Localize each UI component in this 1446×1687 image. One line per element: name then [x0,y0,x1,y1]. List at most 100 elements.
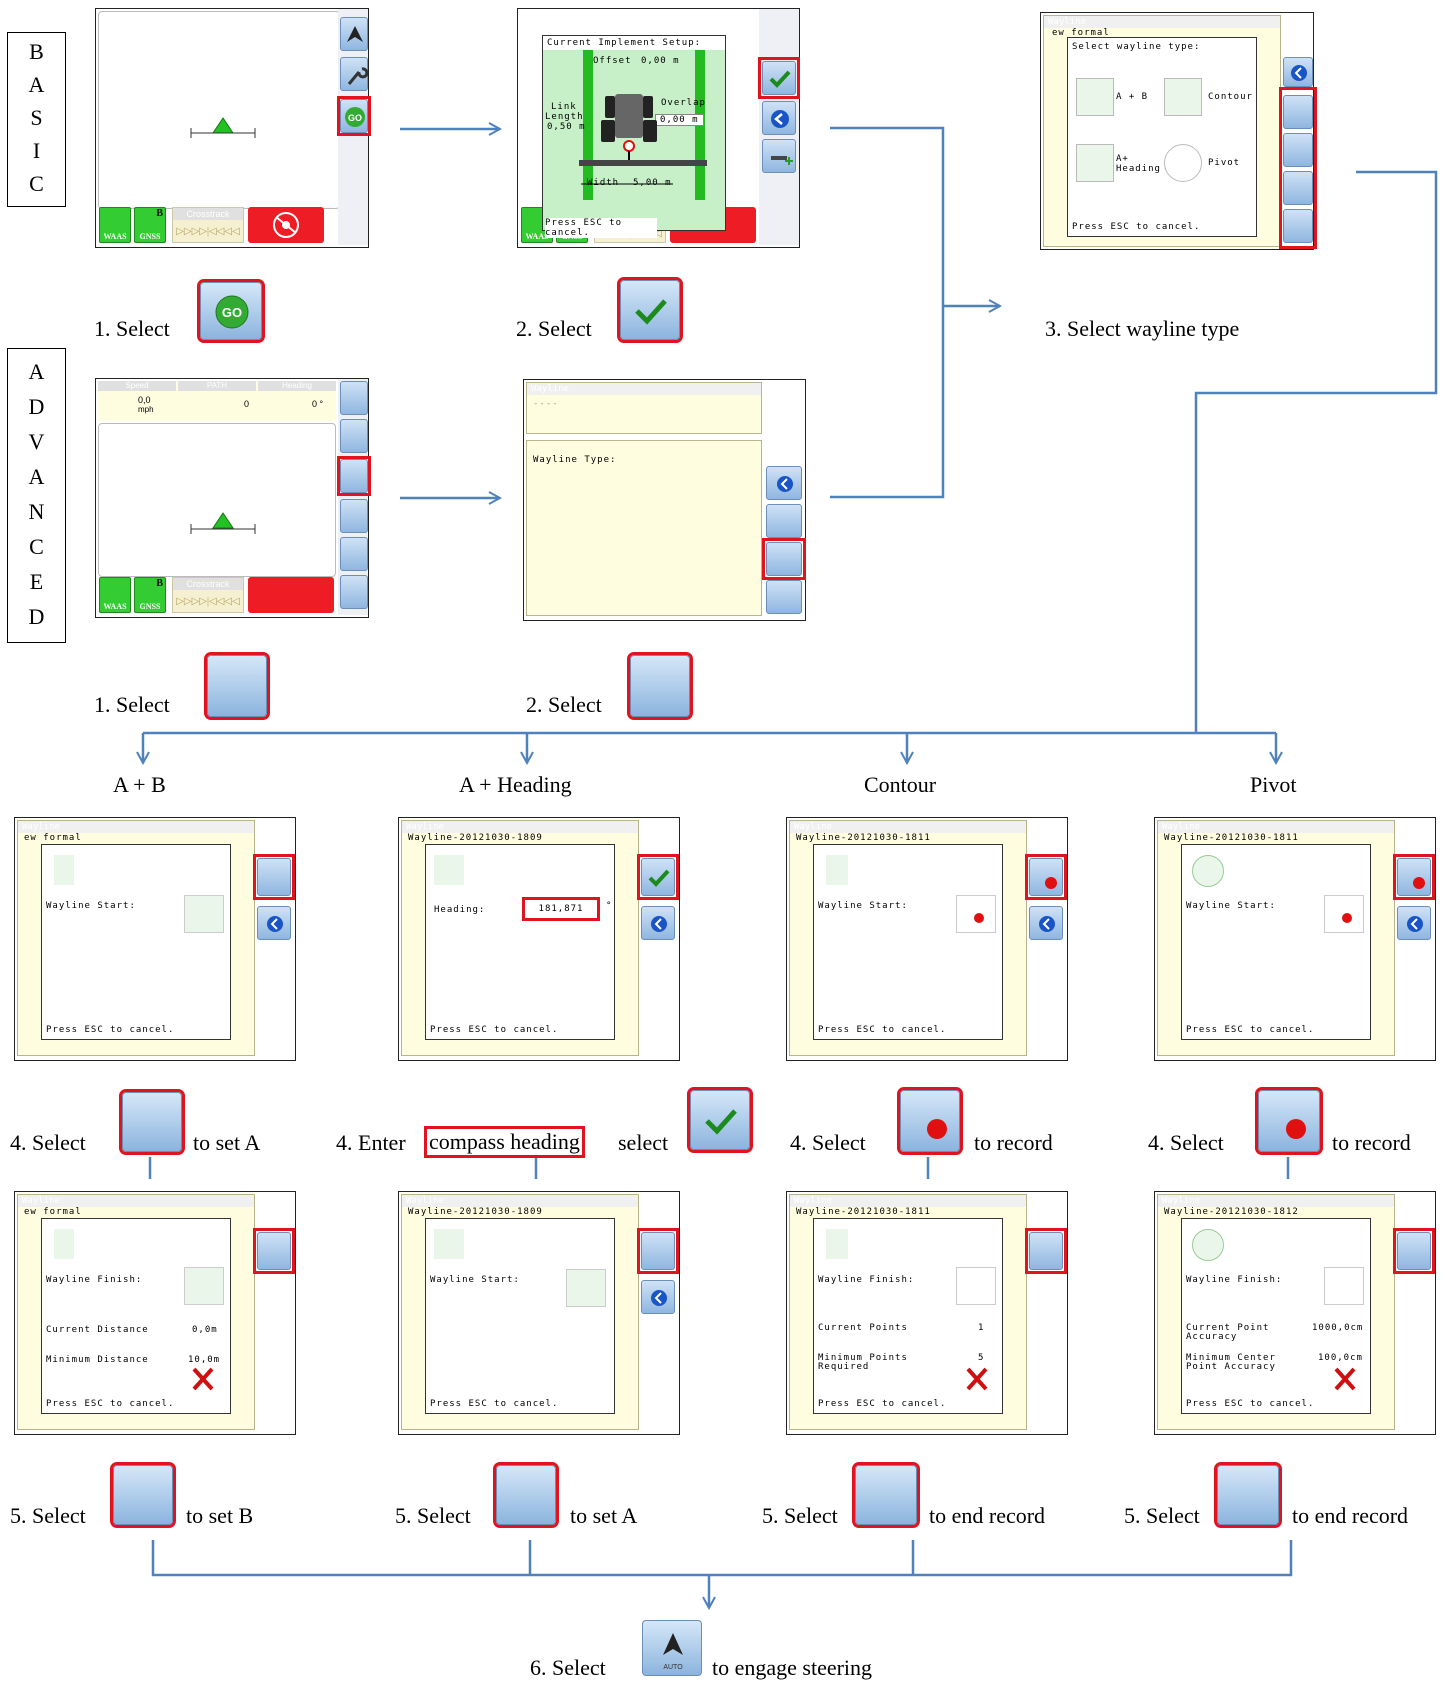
signal-button[interactable] [340,499,368,533]
cancel-hint: Press ESC to cancel. [818,1025,947,1035]
set-b-highlight [253,1228,295,1274]
heading-start-screen: Wayline Wayline-20121030-1809 Heading: 1… [398,817,680,1061]
implement-button[interactable] [340,575,368,609]
advanced-letter: E [29,569,44,594]
step-4-ab-suffix: to set A [193,1130,261,1155]
prompt-text: Select wayline type: [1072,42,1201,52]
wayline-name: Wayline-20121030-1812 [1164,1207,1299,1217]
ab-type-icon[interactable] [1076,78,1114,116]
pivot-finish-screen: Wayline Wayline-20121030-1812 Wayline Fi… [1154,1191,1436,1435]
back-button[interactable] [641,1280,675,1314]
contour-finish-screen: Wayline Wayline-20121030-1811 Wayline Fi… [786,1191,1068,1435]
basic-letter: C [29,171,44,196]
offset-label: Offset [593,56,632,66]
set-a-icon [119,1089,185,1155]
heading-button[interactable] [1283,133,1313,167]
back-button[interactable] [762,101,796,135]
step-2-basic-label: 2. Select [516,316,592,341]
ab-type-label: A + B [1116,92,1149,102]
confirm-button[interactable] [762,61,796,95]
status-bar: Speed PATH Heading 0,0 mph 0 0 ° [98,381,336,421]
back-button[interactable] [1397,906,1431,940]
contour-type-icon[interactable] [1164,78,1202,116]
auto-steer-button[interactable] [340,17,368,51]
step-5-contour-label: 5. Select [762,1503,838,1528]
set-a-button[interactable] [257,858,291,896]
bottom-bar [151,1540,1293,1577]
wayline-name: ew formal [24,833,82,843]
implement-add-button[interactable] [762,139,796,173]
open-folder-button[interactable] [766,580,802,614]
step-4-pivot-label: 4. Select [1148,1130,1224,1155]
finish-flag-icon [956,1267,996,1305]
record-button[interactable] [1397,858,1431,896]
ab-type-icon [54,855,74,885]
minimum-points-value: 5 [978,1353,985,1363]
back-button[interactable] [1283,57,1313,87]
contour-button[interactable] [1283,171,1313,205]
set-b-button[interactable] [257,1232,291,1270]
advanced-letter: D [28,394,45,419]
wayline-name: Wayline-20121030-1811 [796,1207,931,1217]
wayline-title: Wayline [790,1195,1026,1207]
wayline-title: Wayline [527,383,761,395]
column-ab-title: A + B [113,772,166,797]
current-distance-value: 0,0m [192,1325,218,1335]
auto-steer-button[interactable] [340,381,368,415]
record-button[interactable] [1029,858,1063,896]
wrench-button[interactable] [340,57,369,91]
back-button[interactable] [257,906,291,940]
wayline-dialog: Wayline Finish: Current Distance 0,0m Mi… [41,1218,231,1414]
implement-setup-screen: WAAS GNSS ▷▷▷▷|◁◁◁◁ Current Implement Se… [517,8,800,248]
heading-header: Heading [258,381,336,391]
record-icon [956,895,996,933]
steering-status-button[interactable] [248,207,324,243]
step3-down-line [1194,170,1438,733]
new-wayline-button[interactable] [766,542,802,576]
wayline-advanced-screen: Wayline ---- Wayline Type: [523,379,806,621]
x-mark-icon [192,1367,214,1391]
pivot-type-icon[interactable] [1164,144,1202,182]
cancel-hint: Press ESC to cancel. [46,1025,175,1035]
step-4-contour-suffix: to record [974,1130,1053,1155]
step-4-heading-suffix: select [618,1130,669,1155]
wrench-button[interactable] [340,419,368,453]
steering-status-button[interactable] [248,577,334,613]
pivot-button[interactable] [1283,209,1313,243]
wayline-menu-button[interactable] [340,459,368,493]
offset-value: 0,00 m [641,56,680,66]
wayline-dialog: Wayline Start: Press ESC to cancel. [41,844,231,1040]
confirm-button[interactable] [641,858,675,896]
wayline-icon [204,652,270,720]
step-5-heading-suffix: to set A [570,1503,638,1528]
wayline-title: Wayline [18,1195,254,1207]
end-record-button[interactable] [1397,1232,1431,1270]
set-a-icon [184,895,224,933]
back-button[interactable] [766,466,802,500]
edit-button[interactable] [766,504,802,538]
new-wayline-icon [627,652,693,720]
heading-type-icon[interactable] [1076,144,1114,182]
wayline-type-panel: Wayline Type: [526,440,762,616]
end-record-highlight [1025,1228,1067,1274]
map-area [98,423,336,577]
svg-text:AUTO: AUTO [663,1664,683,1671]
wayline-title: Wayline [1044,16,1280,28]
check-icon [617,277,683,343]
basic-letter: B [29,39,44,64]
ab-button[interactable] [1283,95,1313,129]
confirm-highlight [758,57,800,99]
heading-input[interactable]: 181,871 [522,897,600,921]
cancel-hint: Press ESC to cancel. [1186,1025,1315,1035]
field-label: Wayline Finish: [818,1275,915,1285]
back-button[interactable] [641,906,675,940]
go-button[interactable]: GO [340,99,368,133]
target-button[interactable] [340,537,368,571]
set-a-button[interactable] [641,1232,675,1270]
cancel-hint: Press ESC to cancel. [1186,1399,1315,1409]
back-button[interactable] [1029,906,1063,940]
end-record-button[interactable] [1029,1232,1063,1270]
cancel-hint: Press ESC to cancel. [430,1025,559,1035]
